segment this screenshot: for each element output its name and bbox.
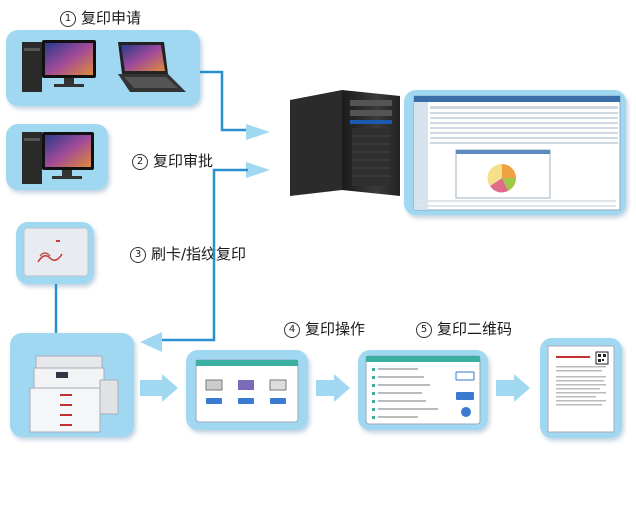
tablet-icon	[195, 359, 299, 423]
card-reader-icon	[23, 227, 89, 277]
desktop-pc-icon-2	[22, 132, 94, 184]
connector-copier-to-server	[140, 168, 222, 352]
arrow-tablet-to-tablet	[316, 374, 350, 402]
connector-request	[200, 70, 270, 140]
copier-icon	[29, 355, 119, 433]
laptop-icon	[118, 42, 186, 92]
document-qr-icon	[547, 345, 615, 433]
connector-approval	[222, 162, 270, 178]
server-tower-icon	[290, 90, 400, 196]
desktop-pc-icon	[22, 40, 96, 92]
arrow-tablet-to-document	[496, 374, 530, 402]
arrow-copier-to-tablet	[140, 374, 178, 402]
software-screenshot	[413, 95, 621, 211]
tablet-icon-2	[365, 355, 481, 425]
